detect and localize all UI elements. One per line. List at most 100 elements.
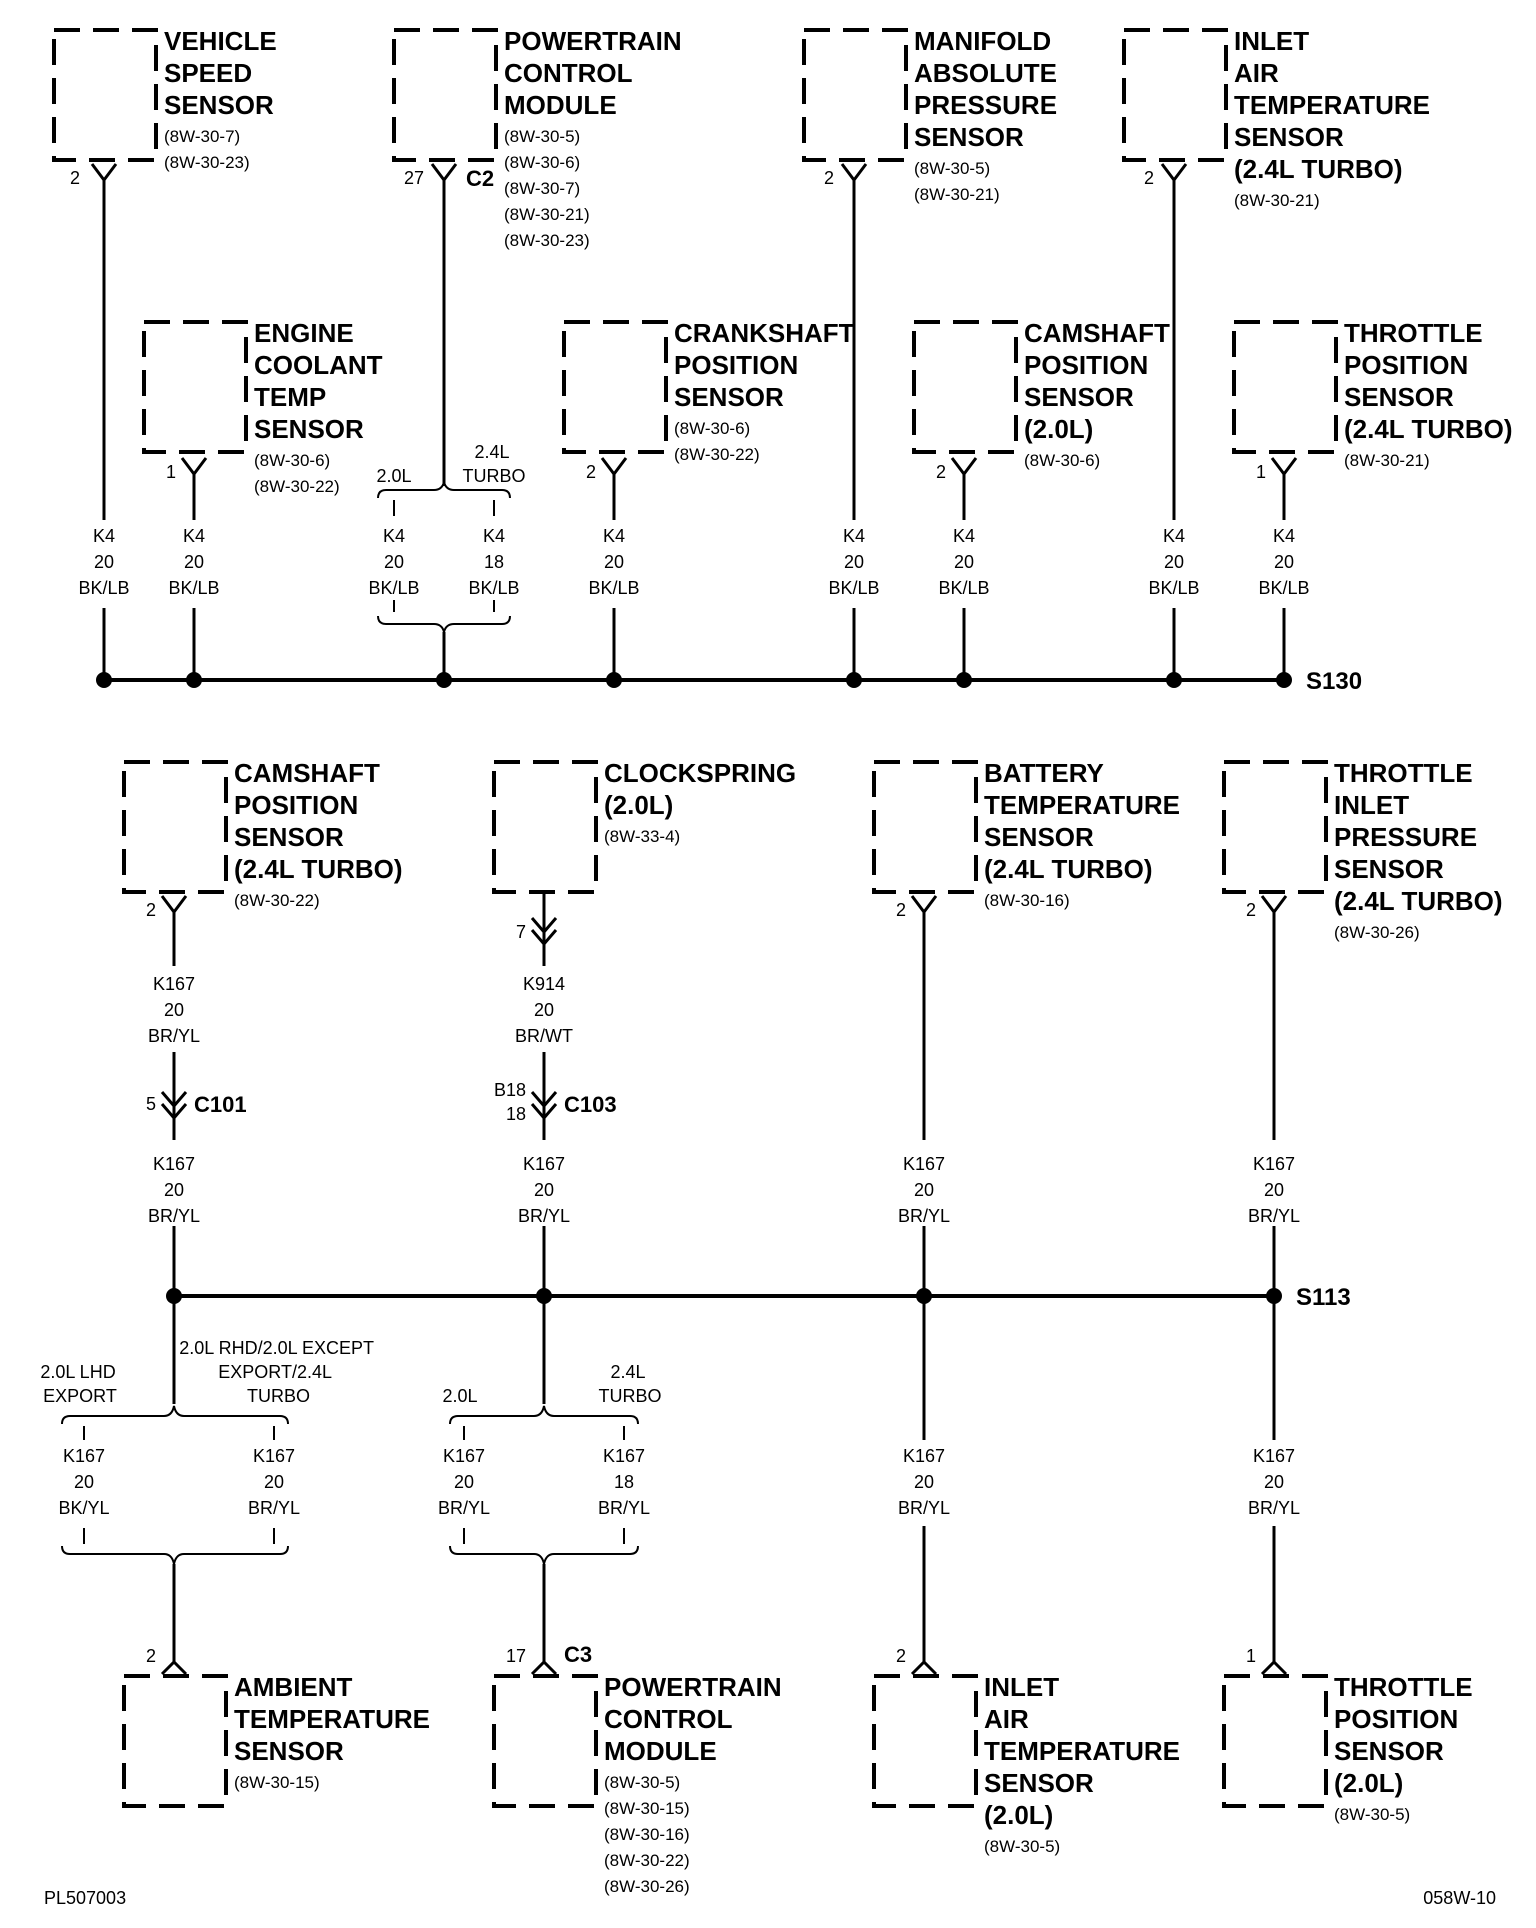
branch-label-2-0l-rhd: 2.0L RHD/2.0L EXCEPT EXPORT/2.4L TURBO xyxy=(179,1338,378,1406)
tps-2-0-label: THROTTLE POSITION SENSOR (2.0L) (8W-30-5… xyxy=(1334,1672,1477,1824)
ambient-temp-box xyxy=(122,1674,228,1808)
vehicle-speed-sensor-box xyxy=(52,28,158,162)
pcm-c3-label: POWERTRAIN CONTROL MODULE (8W-30-5) (8W-… xyxy=(604,1672,786,1896)
tps-2-0-box xyxy=(1222,1674,1328,1808)
tip-sensor-label: THROTTLE INLET PRESSURE SENSOR (2.4L TUR… xyxy=(1334,758,1507,942)
splice-s113-label: S113 xyxy=(1296,1284,1351,1311)
pin-number: 2 xyxy=(1144,168,1154,188)
crankshaft-sensor-label: CRANKSHAFT POSITION SENSOR (8W-30-6) (8W… xyxy=(674,318,859,464)
pin-number: 2 xyxy=(586,462,596,482)
pin-number: 2 xyxy=(896,900,906,920)
splice-node xyxy=(1276,672,1292,688)
pin-symbol xyxy=(180,457,208,477)
clockspring-box xyxy=(492,760,598,894)
splice-node xyxy=(186,672,202,688)
tps-turbo-box xyxy=(1232,320,1338,454)
pin-number: 17 xyxy=(506,1646,526,1666)
branch-label-2-0l: 2.0L xyxy=(376,466,411,486)
branch-bracket-top xyxy=(61,1405,289,1425)
branch-bracket-bottom xyxy=(61,1545,289,1565)
pin-number: 2 xyxy=(70,168,80,188)
splice-node xyxy=(436,672,452,688)
pin-number: 1 xyxy=(1246,1646,1256,1666)
connector-c103-pin-b: 18 xyxy=(506,1104,526,1124)
pin-number: 27 xyxy=(404,168,424,188)
connector-c101-label: C101 xyxy=(194,1092,247,1117)
branch-bracket-top xyxy=(377,481,511,499)
pin-number: 2 xyxy=(146,1646,156,1666)
branch-bracket-top xyxy=(449,1405,639,1425)
pcm-c2-label: POWERTRAIN CONTROL MODULE (8W-30-5) (8W-… xyxy=(504,26,686,250)
pin-symbol xyxy=(1260,895,1288,915)
pin-number: 2 xyxy=(146,900,156,920)
pin-symbol xyxy=(430,163,458,183)
pin-symbol xyxy=(1160,163,1188,183)
crankshaft-sensor-box xyxy=(562,320,668,454)
connector-c2: C2 xyxy=(466,166,494,191)
splice-node xyxy=(956,672,972,688)
inlet-air-temp-2-0-label: INLET AIR TEMPERATURE SENSOR (2.0L) (8W-… xyxy=(984,1672,1184,1856)
pin-symbol xyxy=(600,457,628,477)
camshaft-turbo-label: CAMSHAFT POSITION SENSOR (2.4L TURBO) (8… xyxy=(234,758,407,910)
camshaft-2-0-label: CAMSHAFT POSITION SENSOR (2.0L) (8W-30-6… xyxy=(1024,318,1174,470)
splice-node xyxy=(1166,672,1182,688)
battery-temp-label: BATTERY TEMPERATURE SENSOR (2.4L TURBO) … xyxy=(984,758,1184,910)
branch-label-2-4l-turbo: 2.4L TURBO xyxy=(599,1362,662,1406)
pin-number: 2 xyxy=(936,462,946,482)
clockspring-label: CLOCKSPRING (2.0L) (8W-33-4) xyxy=(604,758,800,846)
branch-label-2-0l: 2.0L xyxy=(442,1386,477,1406)
inlet-air-temp-turbo-label: INLET AIR TEMPERATURE SENSOR (2.4L TURBO… xyxy=(1234,26,1434,210)
map-sensor-label: MANIFOLD ABSOLUTE PRESSURE SENSOR (8W-30… xyxy=(914,26,1061,204)
connector-c3: C3 xyxy=(564,1642,592,1667)
splice-node xyxy=(606,672,622,688)
tip-sensor-box xyxy=(1222,760,1328,894)
pin-symbol xyxy=(160,895,188,915)
vehicle-speed-sensor-label: VEHICLE SPEED SENSOR (8W-30-7) (8W-30-23… xyxy=(164,26,281,172)
tps-turbo-label: THROTTLE POSITION SENSOR (2.4L TURBO) (8… xyxy=(1344,318,1517,470)
pin-number: 1 xyxy=(1256,462,1266,482)
branch-bracket-bottom xyxy=(377,615,511,633)
camshaft-turbo-box xyxy=(122,760,228,894)
splice-node xyxy=(96,672,112,688)
pin-number: 2 xyxy=(1246,900,1256,920)
pin-symbol xyxy=(910,1659,938,1676)
pin-symbol xyxy=(1270,457,1298,477)
connector-c103-pin-a: B18 xyxy=(494,1080,526,1100)
branch-label-2-0l-lhd-export: 2.0L LHD EXPORT xyxy=(40,1362,119,1406)
pin-number: 7 xyxy=(516,922,526,942)
camshaft-2-0-box xyxy=(912,320,1018,454)
connector-c103-label: C103 xyxy=(564,1092,617,1117)
connector-c101-pin: 5 xyxy=(146,1094,156,1114)
inline-connector-symbol xyxy=(530,917,558,947)
pcm-c3-box xyxy=(492,1674,598,1808)
pin-symbol xyxy=(90,163,118,183)
map-sensor-box xyxy=(802,28,908,162)
connector-c103-symbol xyxy=(530,1091,558,1121)
battery-temp-box xyxy=(872,760,978,894)
ect-sensor-label: ENGINE COOLANT TEMP SENSOR (8W-30-6) (8W… xyxy=(254,318,387,496)
pin-number: 1 xyxy=(166,462,176,482)
pin-symbol xyxy=(840,163,868,183)
ambient-temp-label: AMBIENT TEMPERATURE SENSOR (8W-30-15) xyxy=(234,1672,434,1792)
pin-symbol xyxy=(910,895,938,915)
splice-s130-label: S130 xyxy=(1306,668,1362,695)
inlet-air-temp-turbo-box xyxy=(1122,28,1228,162)
pin-symbol xyxy=(950,457,978,477)
